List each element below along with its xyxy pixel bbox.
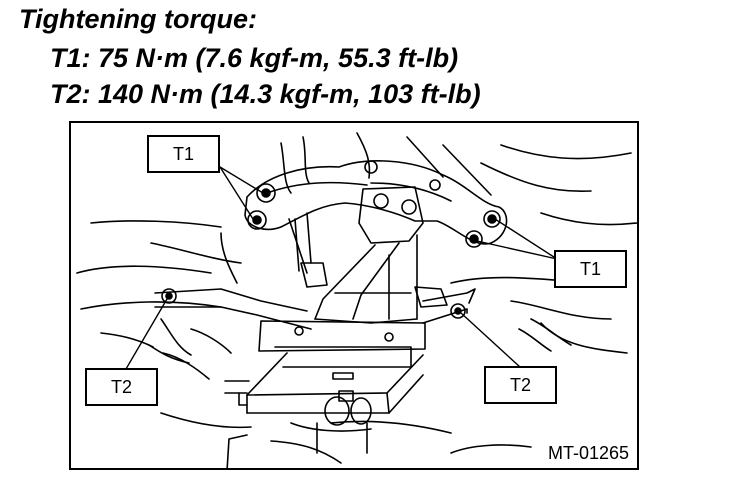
background-outline [76,132,637,464]
bolt-t1-right-lower [465,230,483,248]
bolt-t2-left [161,288,177,304]
center-bracket [314,186,424,324]
torque-spec-t1: T1: 75 N·m (7.6 kgf-m, 55.3 ft-lb) [50,43,459,73]
bolts-t2 [161,288,466,319]
bolt-t1-right-upper [483,210,501,228]
mount-arms [154,218,476,330]
bolt-t2-right [450,303,466,319]
lower-mount [224,320,426,468]
bolt-t1-left-lower [247,210,267,230]
callout-t2-right: T2 [484,366,557,404]
crossmember-beam [244,160,508,245]
crossmember-diagram: T1 T1 T2 T2 MT-01265 [69,121,639,470]
bolt-t1-left-upper [256,183,276,203]
bolts-t1 [247,160,501,342]
torque-heading: Tightening torque: [19,4,257,34]
torque-spec-t2: T2: 140 N·m (14.3 kgf-m, 103 ft-lb) [50,79,481,109]
leader-lines [125,166,558,370]
callout-t1-left: T1 [147,135,220,173]
figure-id: MT-01265 [547,443,629,463]
exhaust-pipe [148,318,572,380]
crossmember-drawing [76,132,637,468]
callout-t2-left: T2 [85,368,158,406]
callout-t1-right: T1 [554,250,627,288]
